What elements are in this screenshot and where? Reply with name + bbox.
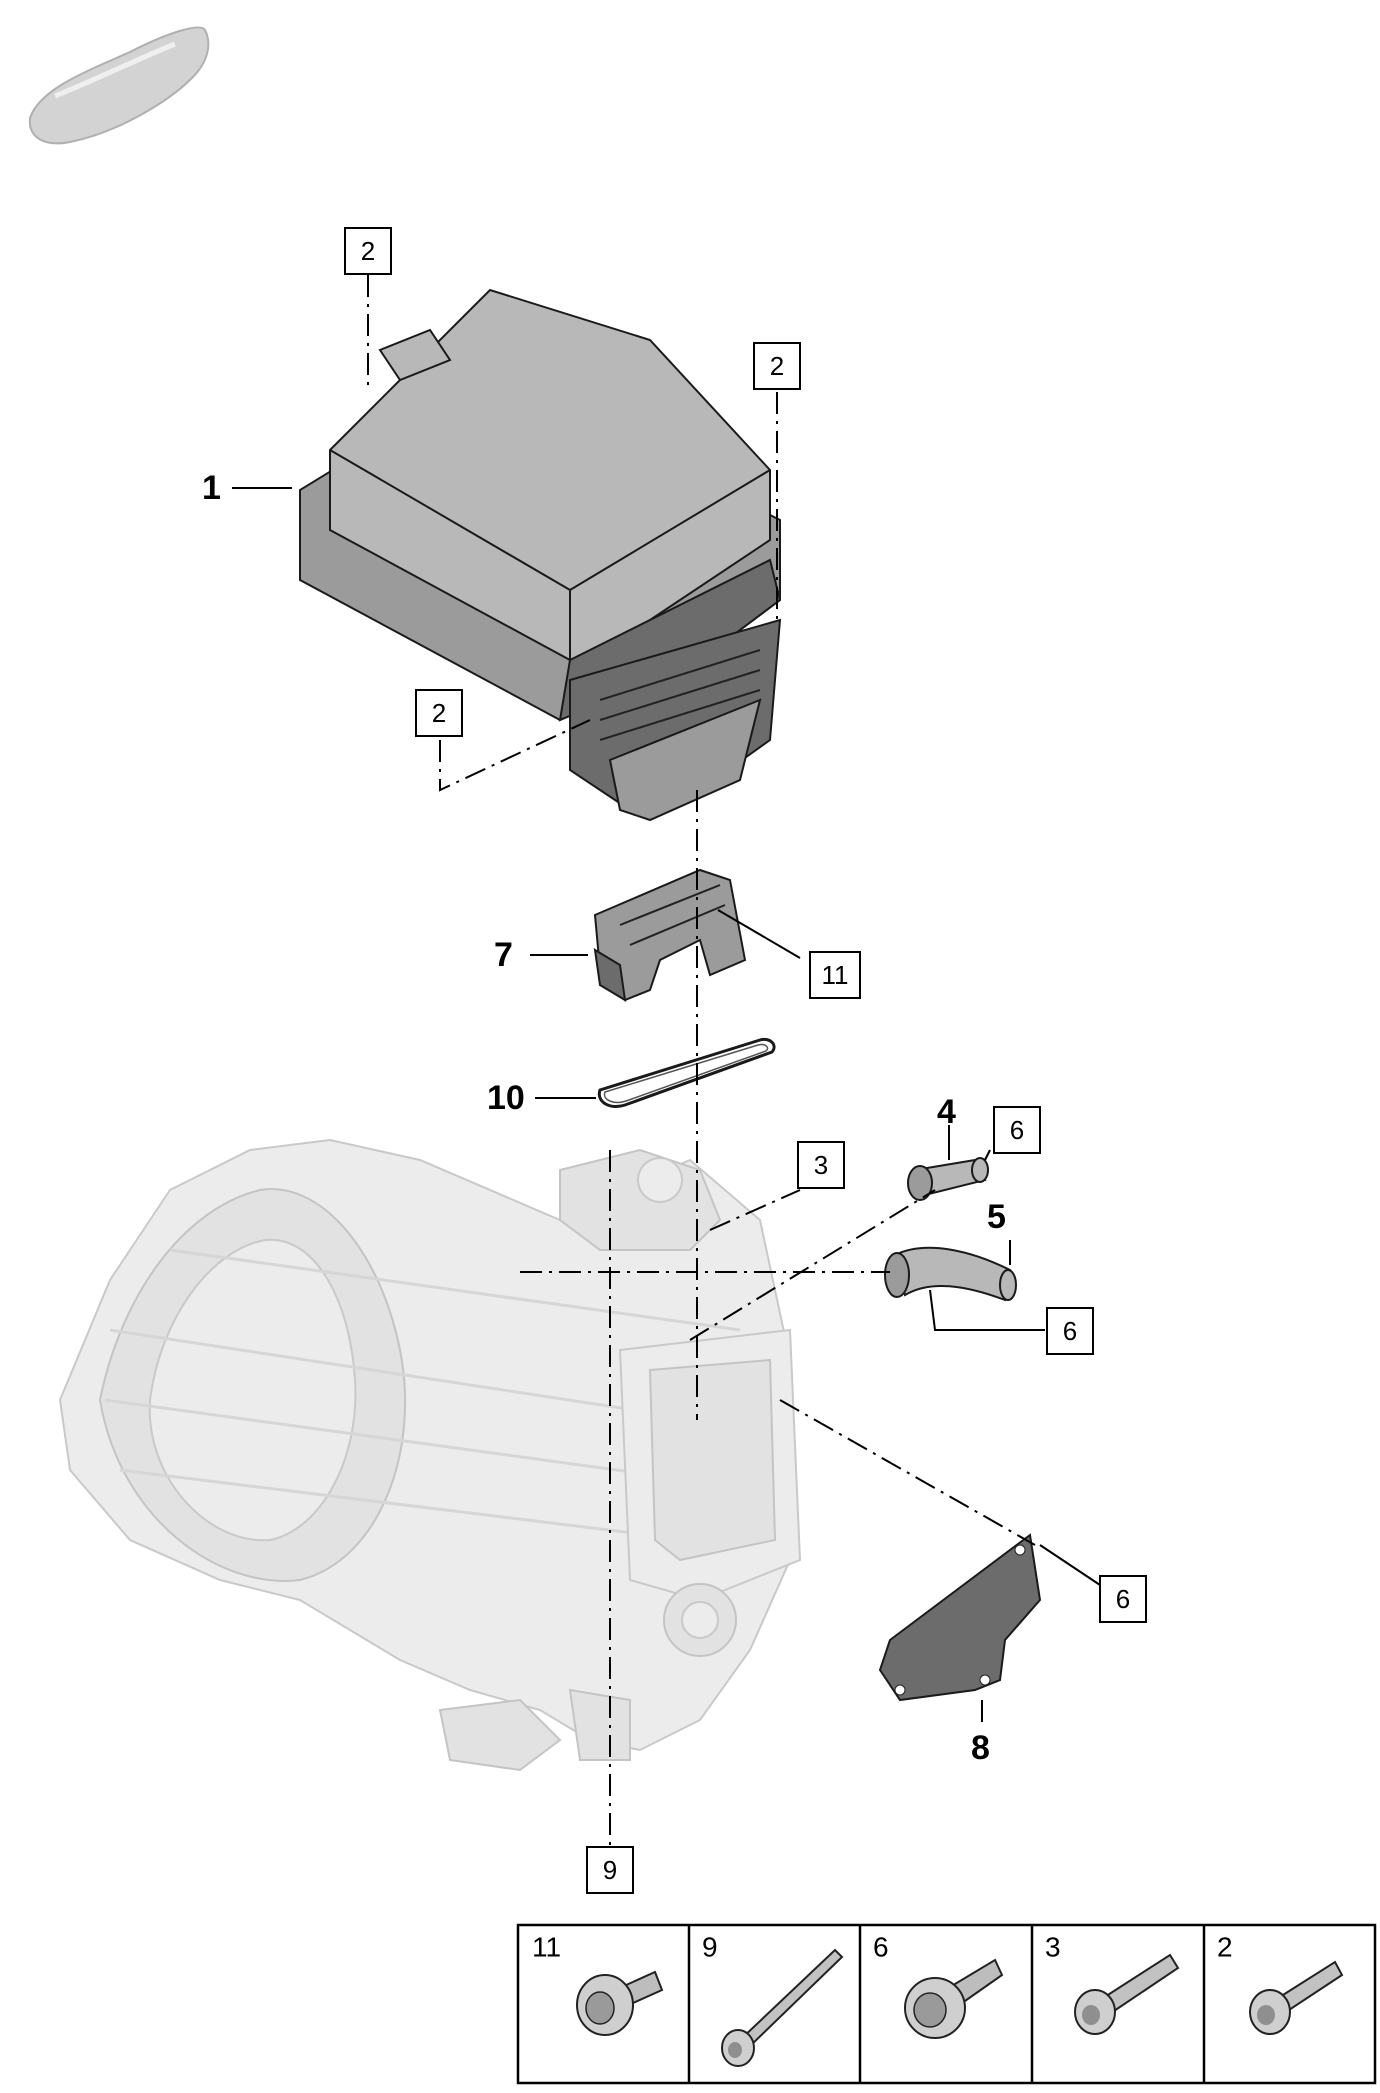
- ref-box-6-a: 6: [993, 1106, 1041, 1154]
- torx-bolt-icon: [1074, 1953, 1180, 2035]
- callout-1: 1: [202, 469, 221, 507]
- svg-text:2: 2: [770, 351, 784, 381]
- part-8-cover-plate: [878, 1533, 1042, 1702]
- part-5-coolant-pipe: [884, 1246, 1017, 1302]
- callout-10: 10: [487, 1079, 525, 1117]
- motor-housing-ghost: [58, 1138, 802, 1772]
- table-cell-11: 11: [532, 1932, 664, 2036]
- svg-text:2: 2: [432, 698, 446, 728]
- svg-text:6: 6: [1063, 1316, 1077, 1346]
- svg-text:6: 6: [873, 1932, 889, 1963]
- torx-bolt-short-icon: [1249, 1960, 1344, 2035]
- svg-text:11: 11: [532, 1932, 561, 1963]
- callout-4: 4: [937, 1093, 956, 1131]
- callout-7: 7: [494, 936, 513, 974]
- part-1-power-electronics: [299, 288, 782, 822]
- svg-text:9: 9: [702, 1932, 718, 1963]
- ref-box-6-b: 6: [1046, 1307, 1094, 1355]
- part-10-seal: [597, 1037, 776, 1108]
- part-7-bracket: [593, 868, 747, 1002]
- table-cell-3: 3: [1045, 1932, 1180, 2035]
- svg-text:3: 3: [814, 1150, 828, 1180]
- svg-text:2: 2: [1217, 1932, 1233, 1963]
- callout-8: 8: [971, 1729, 990, 1767]
- hex-flange-bolt-icon: [904, 1958, 1004, 2039]
- ref-box-3: 3: [797, 1141, 845, 1189]
- svg-text:11: 11: [822, 960, 849, 990]
- vehicle-silhouette-icon: [28, 26, 210, 145]
- svg-text:2: 2: [361, 236, 375, 266]
- ref-box-2-right: 2: [753, 342, 801, 390]
- flange-head-bolt-icon: [576, 1970, 664, 2036]
- table-cell-2: 2: [1217, 1932, 1344, 2035]
- callout-numbers: 1 4 5 7 8 10: [202, 469, 1006, 1767]
- svg-text:9: 9: [603, 1855, 617, 1885]
- ref-box-2-top: 2: [344, 227, 392, 275]
- svg-text:3: 3: [1045, 1932, 1061, 1963]
- table-cell-6: 6: [873, 1932, 1004, 2039]
- long-bolt-icon: [721, 1948, 844, 2067]
- callout-5: 5: [987, 1198, 1006, 1236]
- fastener-table: 11 9 6 3: [516, 1923, 1377, 2085]
- ref-box-9: 9: [586, 1846, 634, 1894]
- svg-text:6: 6: [1116, 1584, 1130, 1614]
- table-cell-9: 9: [702, 1932, 844, 2067]
- boxed-references: 2 2 2 11 3 6 6 6 9: [344, 227, 1147, 1894]
- part-4-connector: [907, 1157, 989, 1201]
- leader-lines: [232, 275, 1101, 1845]
- svg-text:6: 6: [1010, 1115, 1024, 1145]
- ref-box-11: 11: [809, 951, 861, 999]
- ref-box-2-left: 2: [415, 689, 463, 737]
- ref-box-6-c: 6: [1099, 1575, 1147, 1623]
